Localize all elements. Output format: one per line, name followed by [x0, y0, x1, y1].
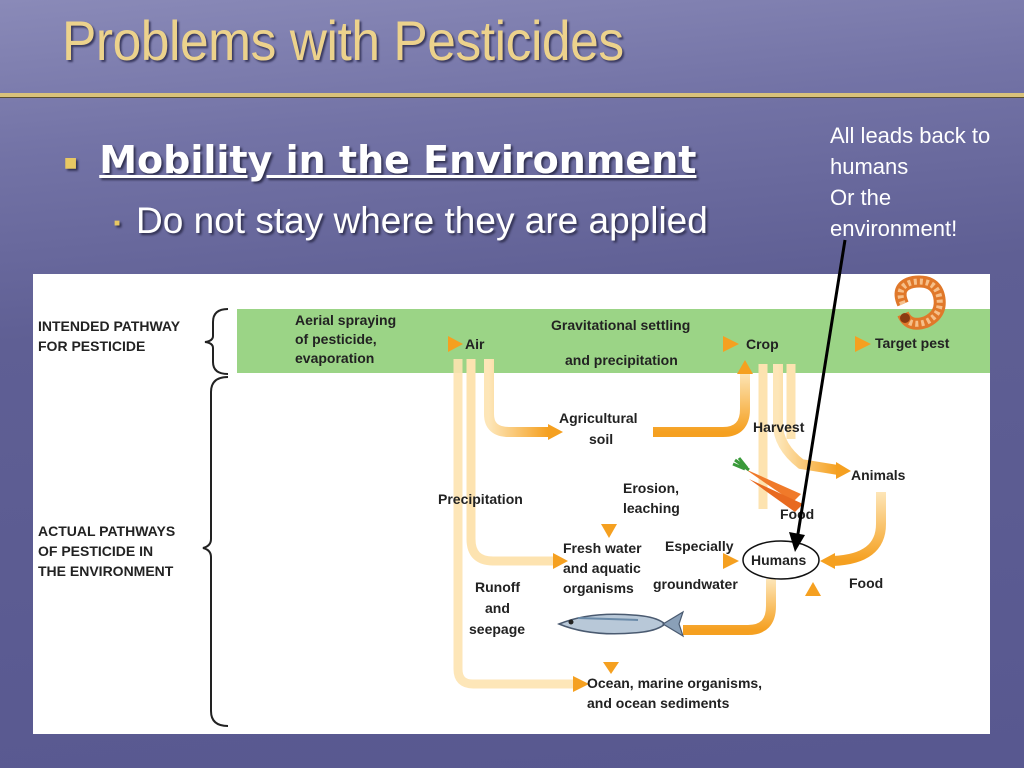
node-runoff-line: seepage: [469, 621, 525, 637]
node-aerial-line: of pesticide,: [295, 331, 377, 347]
intended-label-line: FOR PESTICIDE: [38, 338, 145, 354]
node-humans: Humans: [751, 552, 806, 568]
note-line: Or the: [830, 185, 892, 210]
note-line: environment!: [830, 216, 958, 241]
arrow-head: [836, 462, 851, 479]
node-erosion-line: Erosion,: [623, 480, 679, 496]
node-crop: Crop: [746, 336, 779, 352]
pipe-air-to-freshwater: [466, 359, 553, 566]
node-aerial-line: Aerial spraying: [295, 312, 396, 328]
pipe-air-to-ocean: [453, 359, 573, 689]
arrow-head: [855, 336, 871, 352]
node-especially-line: Especially: [665, 538, 734, 554]
arrow-fish-to-humans: [683, 579, 776, 635]
arrow-head: [548, 424, 563, 440]
bullet-level-2: ■ Do not stay where they are applied: [114, 200, 708, 242]
bullet-level-1: ■ Mobility in the Environment: [64, 138, 696, 182]
diagram-canvas: INTENDED PATHWAY FOR PESTICIDE ACTUAL PA…: [38, 275, 990, 727]
arrow-head: [573, 676, 589, 692]
node-animals: Animals: [851, 467, 906, 483]
slide-title: Problems with Pesticides: [62, 9, 624, 72]
arrow-head: [553, 553, 568, 569]
node-harvest: Harvest: [753, 419, 805, 435]
node-gravitational-line: and precipitation: [565, 352, 678, 368]
intended-label-line: INTENDED PATHWAY: [38, 318, 181, 334]
arrow-animals-to-humans: [832, 492, 886, 566]
carrot-icon: [732, 457, 803, 512]
arrow-head: [723, 553, 739, 569]
node-runoff-line: and: [485, 600, 510, 616]
arrow-head: [601, 524, 617, 538]
actual-label-line: ACTUAL PATHWAYS: [38, 523, 175, 539]
node-precipitation: Precipitation: [438, 491, 523, 507]
arrow-head: [805, 582, 821, 596]
node-especially-line: groundwater: [653, 576, 738, 592]
node-food-lower: Food: [849, 575, 883, 591]
node-air: Air: [465, 336, 485, 352]
arrow-head: [603, 662, 619, 674]
node-soil-line: soil: [589, 431, 613, 447]
callout-note: All leads back to humans Or the environm…: [830, 120, 1020, 244]
node-ocean-line: and ocean sediments: [587, 695, 730, 711]
bullet-square-icon: ■: [64, 154, 78, 171]
node-freshwater-line: organisms: [563, 580, 634, 596]
actual-label-line: THE ENVIRONMENT: [38, 563, 174, 579]
node-gravitational-line: Gravitational settling: [551, 317, 690, 333]
pesticide-pathway-diagram: INTENDED PATHWAY FOR PESTICIDE ACTUAL PA…: [33, 274, 990, 734]
arrow-head: [448, 336, 463, 352]
fish-icon: [557, 610, 685, 638]
node-runoff-line: Runoff: [475, 579, 520, 595]
node-freshwater-line: and aquatic: [563, 560, 641, 576]
caterpillar-icon: [894, 275, 946, 330]
arrow-head: [820, 553, 835, 569]
actual-label-line: OF PESTICIDE IN: [38, 543, 153, 559]
arrow-head: [723, 336, 739, 352]
title-divider: [0, 93, 1024, 98]
bullet-1-text: Mobility in the Environment: [99, 138, 697, 182]
arrow-head: [737, 360, 753, 374]
note-line: All leads back to: [830, 123, 991, 148]
node-target-pest: Target pest: [875, 335, 950, 351]
node-erosion-line: leaching: [623, 500, 680, 516]
intended-brace: [204, 308, 229, 375]
arrow-soil-to-crop: [653, 372, 750, 437]
bullet-2-text: Do not stay where they are applied: [136, 200, 708, 241]
node-ocean-line: Ocean, marine organisms,: [587, 675, 762, 691]
pipe-air-to-soil: [484, 359, 548, 437]
bullet-square-icon: ■: [114, 217, 121, 229]
actual-brace: [202, 376, 229, 727]
note-line: humans: [830, 154, 909, 179]
node-aerial-line: evaporation: [295, 350, 374, 366]
node-soil-line: Agricultural: [559, 410, 638, 426]
node-freshwater-line: Fresh water: [563, 540, 642, 556]
